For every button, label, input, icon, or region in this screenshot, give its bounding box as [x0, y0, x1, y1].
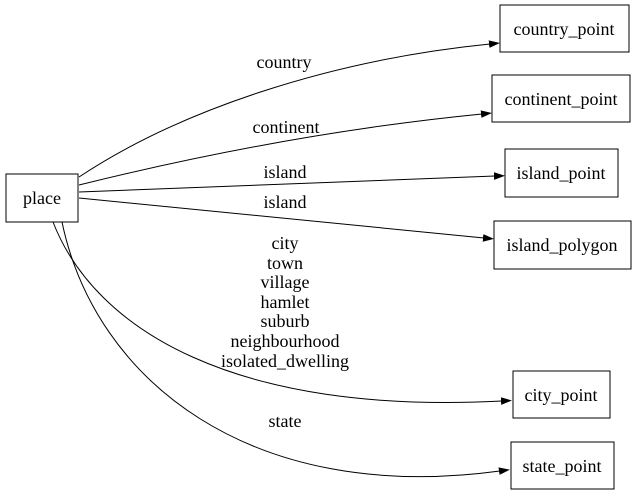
node-island-polygon-box: [493, 220, 632, 270]
node-city-point-label: city_point: [525, 385, 598, 405]
node-continent-point-label: continent_point: [505, 89, 618, 109]
edge-label-hamlet-line: hamlet: [261, 292, 310, 312]
edge-label-village-line: village: [261, 272, 310, 292]
edge-label-town-line: town: [267, 253, 303, 273]
node-state-point-label: state_point: [523, 456, 602, 476]
node-island-polygon: island_polygon: [493, 220, 632, 270]
edge-place-country-point: [78, 40, 500, 178]
node-place: place: [5, 173, 79, 223]
node-continent-point-box: [491, 74, 631, 123]
node-continent-point: continent_point: [491, 74, 631, 123]
node-place-box: [5, 173, 79, 223]
edge-label-island-polygon: island: [264, 192, 307, 212]
edge-label-isolated-dwelling-line: isolated_dwelling: [221, 351, 349, 371]
edge-label-city-line: city: [272, 233, 299, 253]
node-state-point: state_point: [510, 441, 615, 490]
node-place-label: place: [23, 188, 61, 208]
node-city-point-box: [512, 370, 611, 419]
edge-place-island-polygon: [78, 197, 494, 242]
node-country-point-box: [499, 4, 630, 53]
nodes-layer: place country_point continent_point isla…: [5, 4, 632, 490]
edge-label-continent: continent: [253, 117, 320, 137]
edge-label-neighbourhood-line: neighbourhood: [231, 331, 340, 351]
edge-label-island-point: island: [264, 162, 307, 182]
edge-place-continent-point: [78, 110, 492, 186]
node-island-point-box: [504, 148, 619, 198]
edge-place-state-point: [61, 221, 510, 478]
node-island-polygon-label: island_polygon: [507, 235, 618, 255]
edge-label-country: country: [257, 52, 312, 72]
node-country-point-label: country_point: [514, 19, 615, 39]
edge-label-state: state: [269, 411, 302, 431]
edge-labels-layer: country continent island island city tow…: [221, 52, 349, 431]
edge-label-suburb-line: suburb: [261, 311, 310, 331]
node-city-point: city_point: [512, 370, 611, 419]
node-state-point-box: [510, 441, 615, 490]
edge-place-city-point: [52, 221, 512, 405]
node-country-point: country_point: [499, 4, 630, 53]
node-island-point-label: island_point: [517, 163, 606, 183]
node-island-point: island_point: [504, 148, 619, 198]
